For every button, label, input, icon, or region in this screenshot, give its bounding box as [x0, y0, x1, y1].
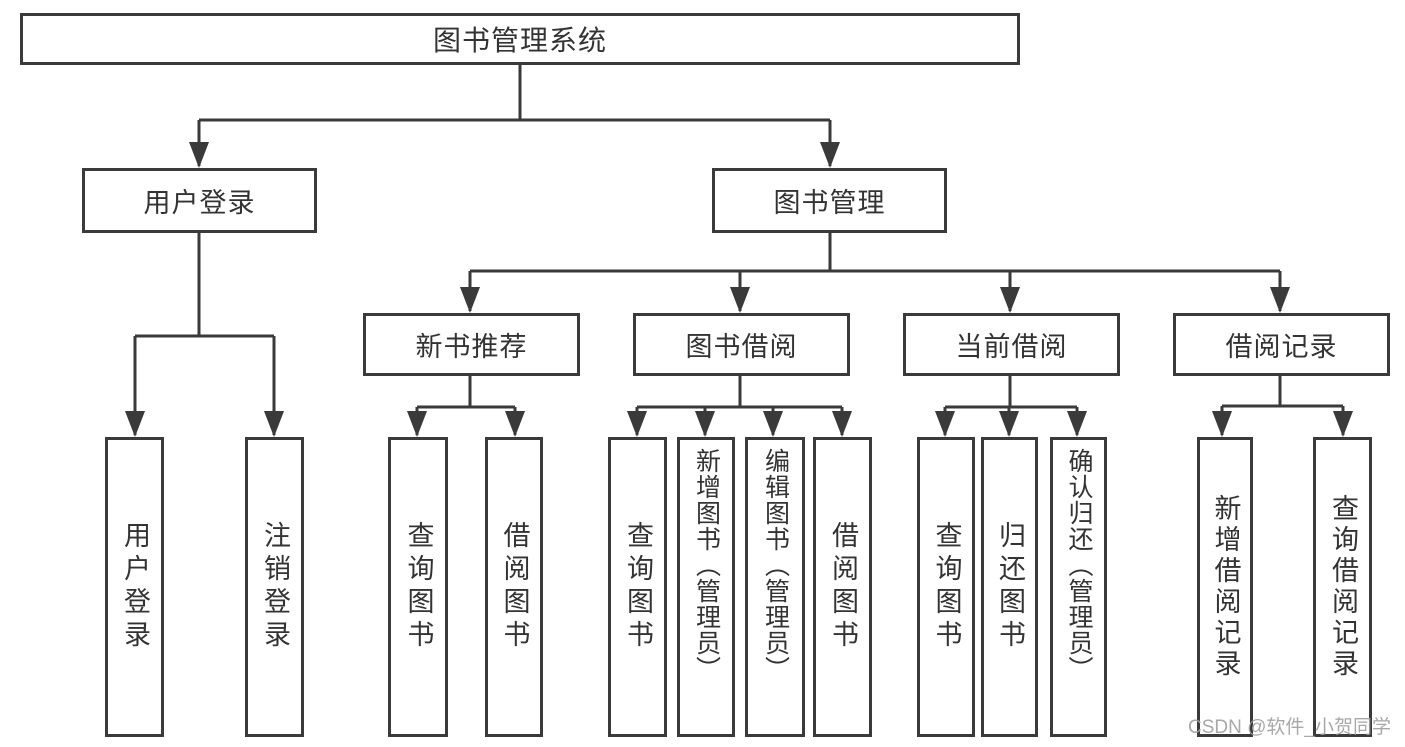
node-label: 借阅记录	[1225, 332, 1338, 362]
leaf-return-books: 归还图书	[981, 437, 1038, 737]
node-label: 当前借阅	[955, 332, 1068, 362]
node-label: 查询图书	[623, 521, 653, 653]
leaf-borrow-books-recommend: 借阅图书	[485, 437, 543, 737]
node-label: 图书管理	[773, 188, 886, 218]
leaf-add-borrow-record: 新增借阅记录	[1197, 437, 1253, 737]
node-root-library-system: 图书管理系统	[20, 13, 1020, 65]
leaf-query-borrow-record: 查询借阅记录	[1313, 437, 1372, 737]
node-book-management: 图书管理	[712, 168, 947, 233]
leaf-logout: 注销登录	[245, 437, 304, 737]
node-label: 查询借阅记录	[1328, 494, 1358, 680]
node-label: 借阅图书	[499, 521, 530, 653]
node-label: 新书推荐	[415, 332, 528, 362]
node-label: 查询图书	[403, 521, 434, 653]
leaf-query-books-borrowing: 查询图书	[608, 437, 667, 737]
leaf-query-books-current: 查询图书	[917, 437, 975, 737]
node-label: 图书借阅	[685, 332, 798, 362]
node-new-book-recommend: 新书推荐	[363, 313, 580, 376]
node-label: 编辑图书（管理员）	[761, 448, 790, 682]
leaf-add-books-admin: 新增图书（管理员）	[677, 437, 735, 737]
leaf-query-books-recommend: 查询图书	[388, 437, 448, 737]
node-label: 查询图书	[931, 521, 962, 653]
leaf-confirm-return-admin: 确认归还（管理员）	[1050, 437, 1107, 737]
node-user-login: 用户登录	[82, 168, 317, 233]
leaf-borrow-books: 借阅图书	[813, 437, 872, 737]
node-label: 新增借阅记录	[1210, 494, 1241, 680]
node-book-borrowing: 图书借阅	[633, 313, 850, 376]
node-borrow-records: 借阅记录	[1173, 313, 1390, 376]
node-label: 图书管理系统	[432, 25, 607, 56]
node-label: 确认归还（管理员）	[1065, 448, 1093, 682]
node-current-borrowing: 当前借阅	[903, 313, 1120, 376]
node-label: 注销登录	[260, 521, 290, 653]
csdn-watermark: CSDN @软件_小贺同学	[1188, 717, 1391, 738]
node-label: 用户登录	[143, 188, 256, 218]
node-label: 借阅图书	[828, 521, 858, 653]
leaf-edit-books-admin: 编辑图书（管理员）	[745, 437, 805, 737]
node-label: 新增图书（管理员）	[692, 448, 721, 682]
node-label: 归还图书	[995, 521, 1025, 653]
leaf-user-login: 用户登录	[105, 437, 164, 737]
node-label: 用户登录	[120, 521, 150, 653]
